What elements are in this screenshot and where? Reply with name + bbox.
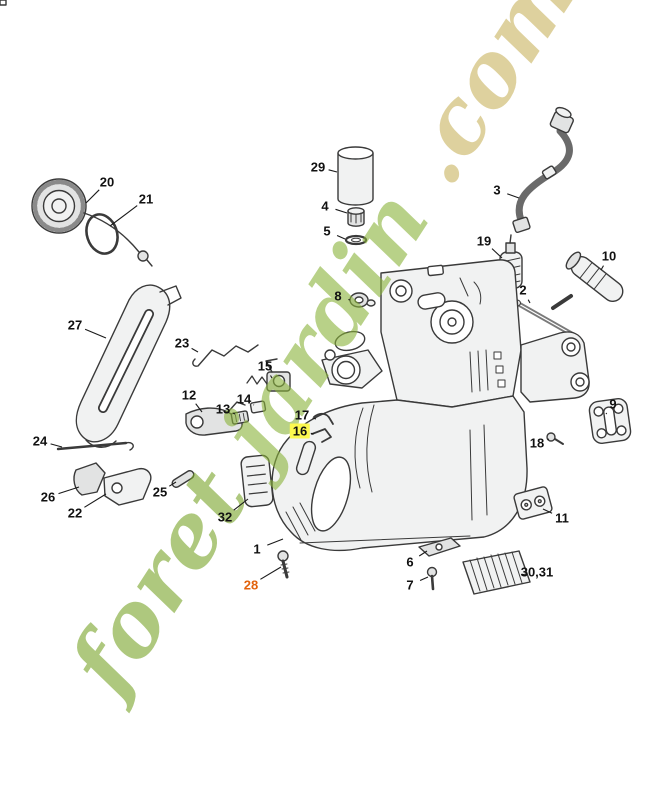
leader-line-26	[58, 486, 80, 495]
part-label-28: 28	[243, 577, 259, 593]
part-label-27: 27	[67, 317, 83, 333]
fuel-cap	[31, 178, 153, 267]
part-label-21: 21	[138, 191, 154, 207]
part-label-23: 23	[174, 335, 190, 351]
part-label-20: 20	[99, 174, 115, 190]
buffer-mount	[588, 398, 632, 444]
pad-32	[240, 454, 274, 508]
screw-7	[426, 566, 438, 591]
part-label-7: 7	[406, 577, 414, 593]
grip-stub	[551, 294, 573, 310]
leader-line-24	[50, 443, 63, 448]
ribbed-mat-30-31	[462, 550, 531, 595]
part-label-13: 13	[215, 401, 231, 417]
part-label-10: 10	[601, 248, 617, 264]
tank-housing	[271, 395, 528, 552]
carb-lever-assembly	[246, 358, 291, 392]
leader-line-12	[195, 403, 203, 413]
filler-platform	[321, 330, 383, 389]
leader-line-29	[328, 169, 338, 173]
part-label-11: 11	[555, 510, 569, 526]
lever-26	[73, 462, 106, 496]
plug-grommet	[347, 207, 365, 227]
leader-line-10	[600, 265, 604, 271]
fuel-hose	[512, 106, 574, 234]
rod-24	[56, 441, 134, 451]
part-label-22: 22	[67, 505, 83, 521]
bracket-6	[418, 537, 461, 557]
lever-16	[311, 428, 332, 443]
part-label-30,31: 30,31	[520, 564, 554, 580]
part-label-24: 24	[32, 433, 48, 449]
leader-line-11	[542, 508, 553, 514]
part-label-12: 12	[181, 387, 197, 403]
plate-11	[513, 486, 553, 520]
handle-grip-piece	[565, 251, 624, 303]
part-label-32: 32	[217, 509, 233, 525]
leader-line-3	[507, 193, 520, 199]
pin-25	[171, 470, 195, 488]
leader-line-1	[267, 538, 284, 546]
leader-line-20	[85, 189, 100, 204]
part-label-16: 16	[289, 423, 311, 439]
small-block-14	[249, 400, 267, 414]
side-bracket	[520, 331, 590, 403]
screw-28	[277, 550, 290, 579]
throttle-rod	[192, 344, 259, 367]
tank-logo	[295, 440, 317, 476]
leader-line-25	[169, 481, 177, 487]
canister	[337, 146, 374, 206]
leader-line-7	[419, 576, 429, 582]
part-label-15: 15	[257, 358, 273, 374]
leader-line-15	[270, 375, 273, 379]
leader-line-23	[191, 347, 199, 353]
leader-line-30,31	[520, 573, 527, 576]
part-label-8: 8	[334, 288, 342, 304]
leader-line-22	[84, 493, 107, 508]
part-label-19: 19	[476, 233, 492, 249]
leader-line-4	[335, 208, 348, 214]
leader-line-16	[310, 432, 315, 435]
leader-line-32	[233, 498, 249, 511]
leader-line-2	[527, 299, 531, 304]
leader-line-17	[312, 417, 317, 420]
part-label-1: 1	[253, 541, 261, 557]
part-label-26: 26	[40, 489, 56, 505]
leader-line-19	[491, 248, 503, 259]
part-label-4: 4	[321, 198, 329, 214]
leader-line-13	[232, 412, 236, 415]
leader-line-27	[84, 328, 107, 339]
leader-line-6	[418, 550, 428, 557]
leader-line-18	[547, 438, 550, 441]
o-ring	[85, 213, 119, 255]
part-label-2: 2	[519, 282, 527, 298]
part-label-5: 5	[323, 223, 331, 239]
part-label-29: 29	[310, 159, 326, 175]
throttle-trigger-22	[103, 467, 152, 506]
small-block-13	[230, 410, 250, 425]
corner-mark	[0, 0, 7, 6]
part-label-6: 6	[406, 554, 414, 570]
part-label-17: 17	[294, 407, 310, 423]
grommet	[349, 292, 376, 308]
leader-line-28	[260, 566, 282, 580]
washer	[344, 234, 368, 246]
leader-line-9	[605, 412, 608, 415]
part-label-25: 25	[152, 484, 168, 500]
front-handle-molding	[75, 284, 182, 448]
leader-line-8	[348, 298, 351, 301]
part-label-14: 14	[236, 391, 252, 407]
trigger-interlock	[185, 401, 246, 436]
leader-line-21	[109, 205, 138, 227]
spring-17	[313, 412, 334, 425]
part-label-3: 3	[493, 182, 501, 198]
part-label-18: 18	[529, 435, 545, 451]
part-label-9: 9	[609, 396, 617, 412]
leader-line-5	[336, 234, 346, 240]
